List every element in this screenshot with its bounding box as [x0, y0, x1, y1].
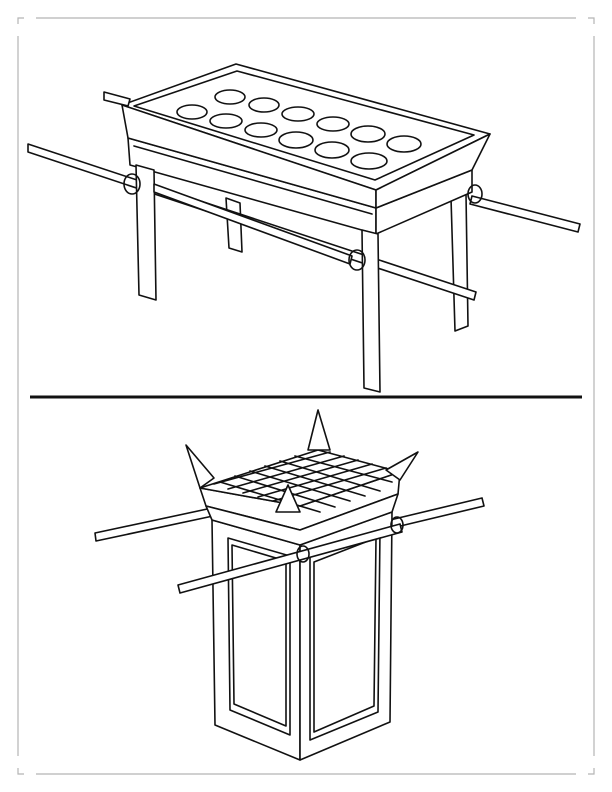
table-pole-right — [103, 91, 131, 107]
table-ring — [123, 173, 141, 195]
altar-pole-back — [94, 507, 214, 542]
altar-horn — [275, 484, 301, 513]
table-leg-back-right — [450, 193, 469, 332]
table-ring — [348, 249, 366, 271]
altar-ring — [390, 516, 404, 534]
table-illustration — [27, 63, 581, 393]
table-leg-back-left — [225, 197, 243, 253]
table-leg-front-right — [361, 229, 381, 393]
table-ring — [467, 184, 483, 204]
altar-ring — [296, 545, 310, 563]
page-border — [17, 17, 595, 775]
table-leg-front-left — [135, 164, 157, 301]
altar-horn — [185, 444, 215, 489]
bread-loaves — [176, 89, 422, 170]
altar-illustration — [94, 409, 485, 761]
altar-pole-front — [177, 523, 403, 594]
altar-horn — [307, 409, 331, 451]
altar-panel-left — [227, 537, 291, 736]
altar-horn — [385, 451, 419, 481]
